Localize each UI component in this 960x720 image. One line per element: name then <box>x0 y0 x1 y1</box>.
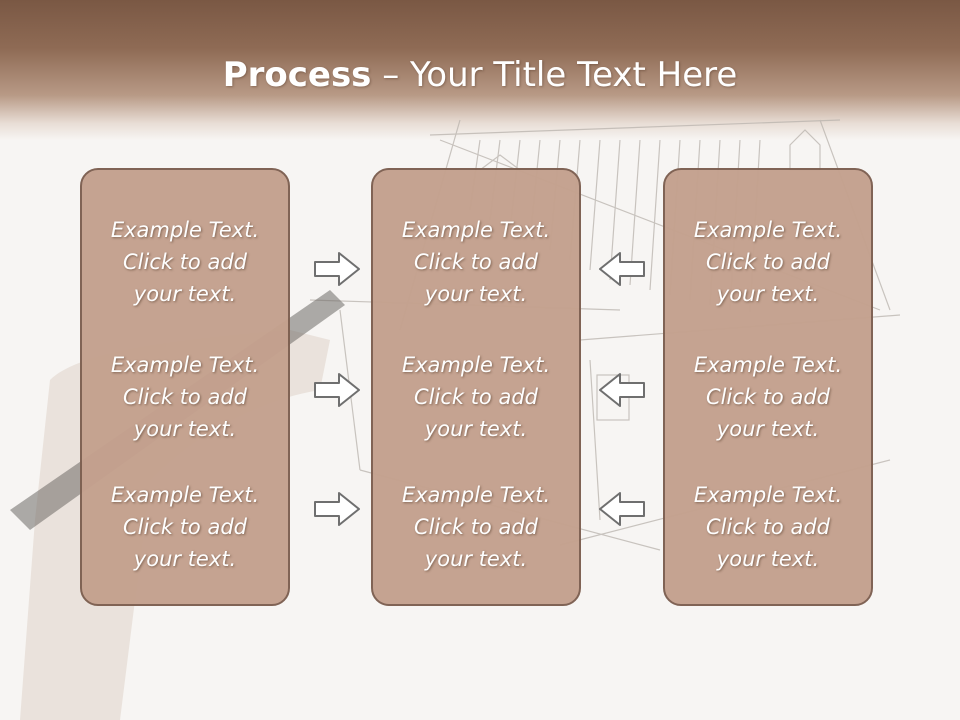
placeholder-text[interactable]: Example Text. Click to add your text. <box>401 218 551 306</box>
title-text: – Your Title Text Here <box>371 55 738 95</box>
title-bar <box>0 0 960 140</box>
arrow-left-icon <box>599 252 645 286</box>
process-box-right[interactable]: Example Text. Click to add your text. Ex… <box>663 168 873 606</box>
arrow-left-icon <box>599 373 645 407</box>
arrow-right-icon <box>314 373 360 407</box>
placeholder-text[interactable]: Example Text. Click to add your text. <box>693 218 843 306</box>
arrow-right-icon <box>314 492 360 526</box>
arrow-left-icon <box>599 492 645 526</box>
slide-title[interactable]: Process – Your Title Text Here <box>0 52 960 98</box>
arrow-right-icon <box>314 252 360 286</box>
placeholder-text[interactable]: Example Text. Click to add your text. <box>401 353 551 441</box>
process-box-left[interactable]: Example Text. Click to add your text. Ex… <box>80 168 290 606</box>
placeholder-text[interactable]: Example Text. Click to add your text. <box>693 353 843 441</box>
placeholder-text[interactable]: Example Text. Click to add your text. <box>110 353 260 441</box>
placeholder-text[interactable]: Example Text. Click to add your text. <box>693 483 843 571</box>
title-emphasis: Process <box>222 55 372 95</box>
placeholder-text[interactable]: Example Text. Click to add your text. <box>110 483 260 571</box>
placeholder-text[interactable]: Example Text. Click to add your text. <box>401 483 551 571</box>
process-box-center[interactable]: Example Text. Click to add your text. Ex… <box>371 168 581 606</box>
placeholder-text[interactable]: Example Text. Click to add your text. <box>110 218 260 306</box>
